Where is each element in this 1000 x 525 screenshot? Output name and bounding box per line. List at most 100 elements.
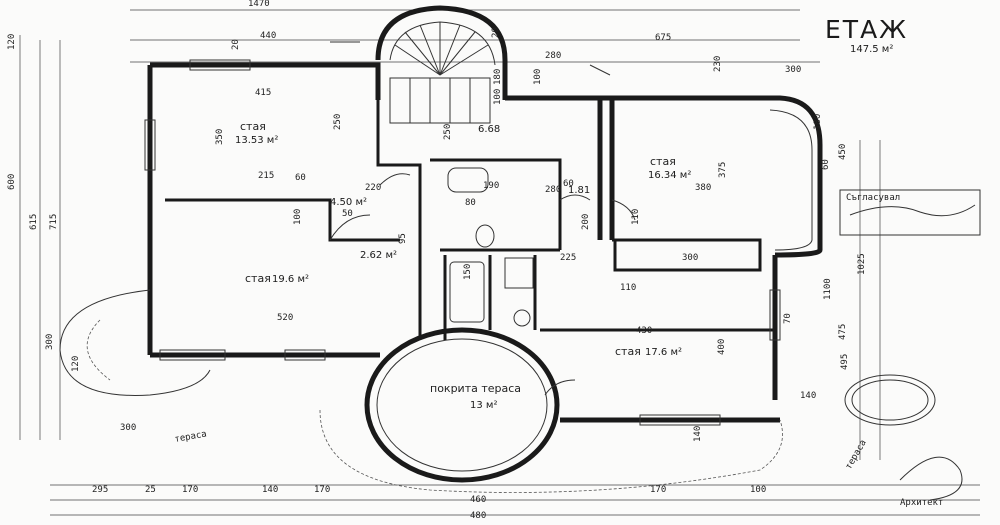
dimension-labels-bottom: 295 25 170 140 170 460 480 170 140 100 — [92, 426, 766, 521]
dimension-label: 170 — [182, 485, 198, 495]
dimension-label: 295 — [92, 485, 108, 495]
dimension-label: 100 — [493, 89, 503, 105]
dimension-label: 190 — [483, 181, 499, 191]
dimension-label: 300 — [785, 65, 801, 75]
sheet-title: ЕТАЖ — [825, 15, 908, 44]
dimension-label: 180 — [813, 114, 823, 130]
dimension-label: 20 — [231, 39, 241, 50]
interior-walls — [165, 100, 775, 340]
small-area-4: 1.81 — [568, 185, 590, 196]
dimension-label: 495 — [840, 354, 850, 370]
terrace-boundary — [319, 409, 783, 493]
exterior-walls — [147, 5, 823, 423]
terrace-area: 13 м² — [470, 400, 497, 411]
sheet-total-area: 147.5 м² — [850, 44, 893, 55]
dimension-label: 170 — [314, 485, 330, 495]
room-label-2: стая — [650, 155, 676, 168]
signature-mark — [899, 456, 963, 501]
dimension-label: 170 — [650, 485, 666, 495]
dimension-label: 110 — [631, 209, 641, 225]
dimension-label: 140 — [693, 426, 703, 442]
dimension-label: 120 — [7, 34, 17, 50]
dimension-label: 440 — [260, 31, 276, 41]
dimension-label: 375 — [718, 162, 728, 178]
dimension-label: 250 — [443, 124, 453, 140]
dimension-label: 95 — [398, 233, 408, 244]
dimension-label: 280 — [545, 51, 561, 61]
dimension-label: 480 — [470, 511, 486, 521]
dimension-label: 380 — [695, 183, 711, 193]
dimension-label: 110 — [620, 283, 636, 293]
bathroom-fixtures — [447, 167, 534, 327]
dimension-label: 150 — [463, 264, 473, 280]
dimension-label: 100 — [750, 485, 766, 495]
room-label-1: стая — [240, 120, 266, 133]
staircase — [389, 21, 496, 124]
round-stamp — [844, 374, 936, 426]
bay-window — [769, 109, 813, 251]
dimension-label: 60 — [295, 173, 306, 183]
dimension-label: 225 — [560, 253, 576, 263]
dimension-label: 400 — [717, 339, 727, 355]
dimension-label: 140 — [800, 391, 816, 401]
dimension-label: 475 — [838, 324, 848, 340]
small-area-1: 4.50 м² — [330, 197, 367, 208]
dimension-label: 100 — [293, 209, 303, 225]
small-area-2: 6.68 — [478, 124, 500, 135]
dimension-label: 60 — [563, 179, 574, 189]
small-area-3: 2.62 м² — [360, 250, 397, 261]
terrace-label: покрита тераса — [430, 382, 521, 395]
windows — [144, 59, 781, 426]
dimension-label: 215 — [258, 171, 274, 181]
dimension-label: 675 — [655, 33, 671, 43]
dimension-label: 1025 — [857, 253, 867, 275]
dimension-label: 120 — [71, 356, 81, 372]
dimension-label: 350 — [215, 129, 225, 145]
dimension-label: 600 — [7, 174, 17, 190]
dimension-label: 300 — [682, 253, 698, 263]
dimension-label: 1470 — [248, 0, 270, 9]
dimension-label: 140 — [262, 485, 278, 495]
annotation-2: тераса — [844, 438, 869, 471]
dimension-label: 715 — [49, 214, 59, 230]
room-area-3: 19.6 м² — [272, 274, 309, 285]
dimension-labels-top: 1470 440 20 280 675 230 300 100 180 20 1100 — [231, 0, 833, 300]
dimension-label: 230 — [713, 56, 723, 72]
dimension-label: 450 — [838, 144, 848, 160]
dimension-label: 300 — [120, 423, 136, 433]
room-area-2: 16.34 м² — [648, 170, 691, 181]
dimension-label: 60 — [821, 159, 831, 170]
room-area-1: 13.53 м² — [235, 135, 278, 146]
dimension-labels-left: 120 600 615 715 300 120 300 — [7, 34, 136, 433]
room-label-4: стая — [615, 345, 641, 358]
signature-text: Архитект — [900, 498, 943, 508]
terrace-outline — [364, 327, 560, 483]
approval-stamp: Съгласувал — [839, 189, 981, 236]
dimension-label: 100 — [533, 69, 543, 85]
dimension-label: 70 — [783, 313, 793, 324]
dimension-label: 200 — [581, 214, 591, 230]
dimension-label: 415 — [255, 88, 271, 98]
door-swings — [329, 173, 636, 396]
dimension-label: 460 — [470, 495, 486, 505]
dimension-label: 25 — [145, 485, 156, 495]
dimension-label: 180 — [493, 69, 503, 85]
left-terrace-outline — [59, 289, 211, 396]
dimension-label: 250 — [333, 114, 343, 130]
dimension-label: 280 — [545, 185, 561, 195]
dimension-labels-right: 450 1025 475 495 140 60 180 — [800, 114, 867, 401]
dimension-label: 50 — [342, 209, 353, 219]
room-label-3: стая — [245, 272, 271, 285]
section-marks — [330, 41, 611, 76]
dimension-label: 300 — [45, 334, 55, 350]
stamp-label: Съгласувал — [846, 193, 900, 203]
dimension-label: 520 — [277, 313, 293, 323]
dimension-lines — [19, 9, 980, 516]
dimension-label: 20 — [491, 27, 501, 38]
dimension-label: 1100 — [823, 278, 833, 300]
dimension-label: 80 — [465, 198, 476, 208]
dimension-label: 220 — [365, 183, 381, 193]
dimension-label: 615 — [29, 214, 39, 230]
